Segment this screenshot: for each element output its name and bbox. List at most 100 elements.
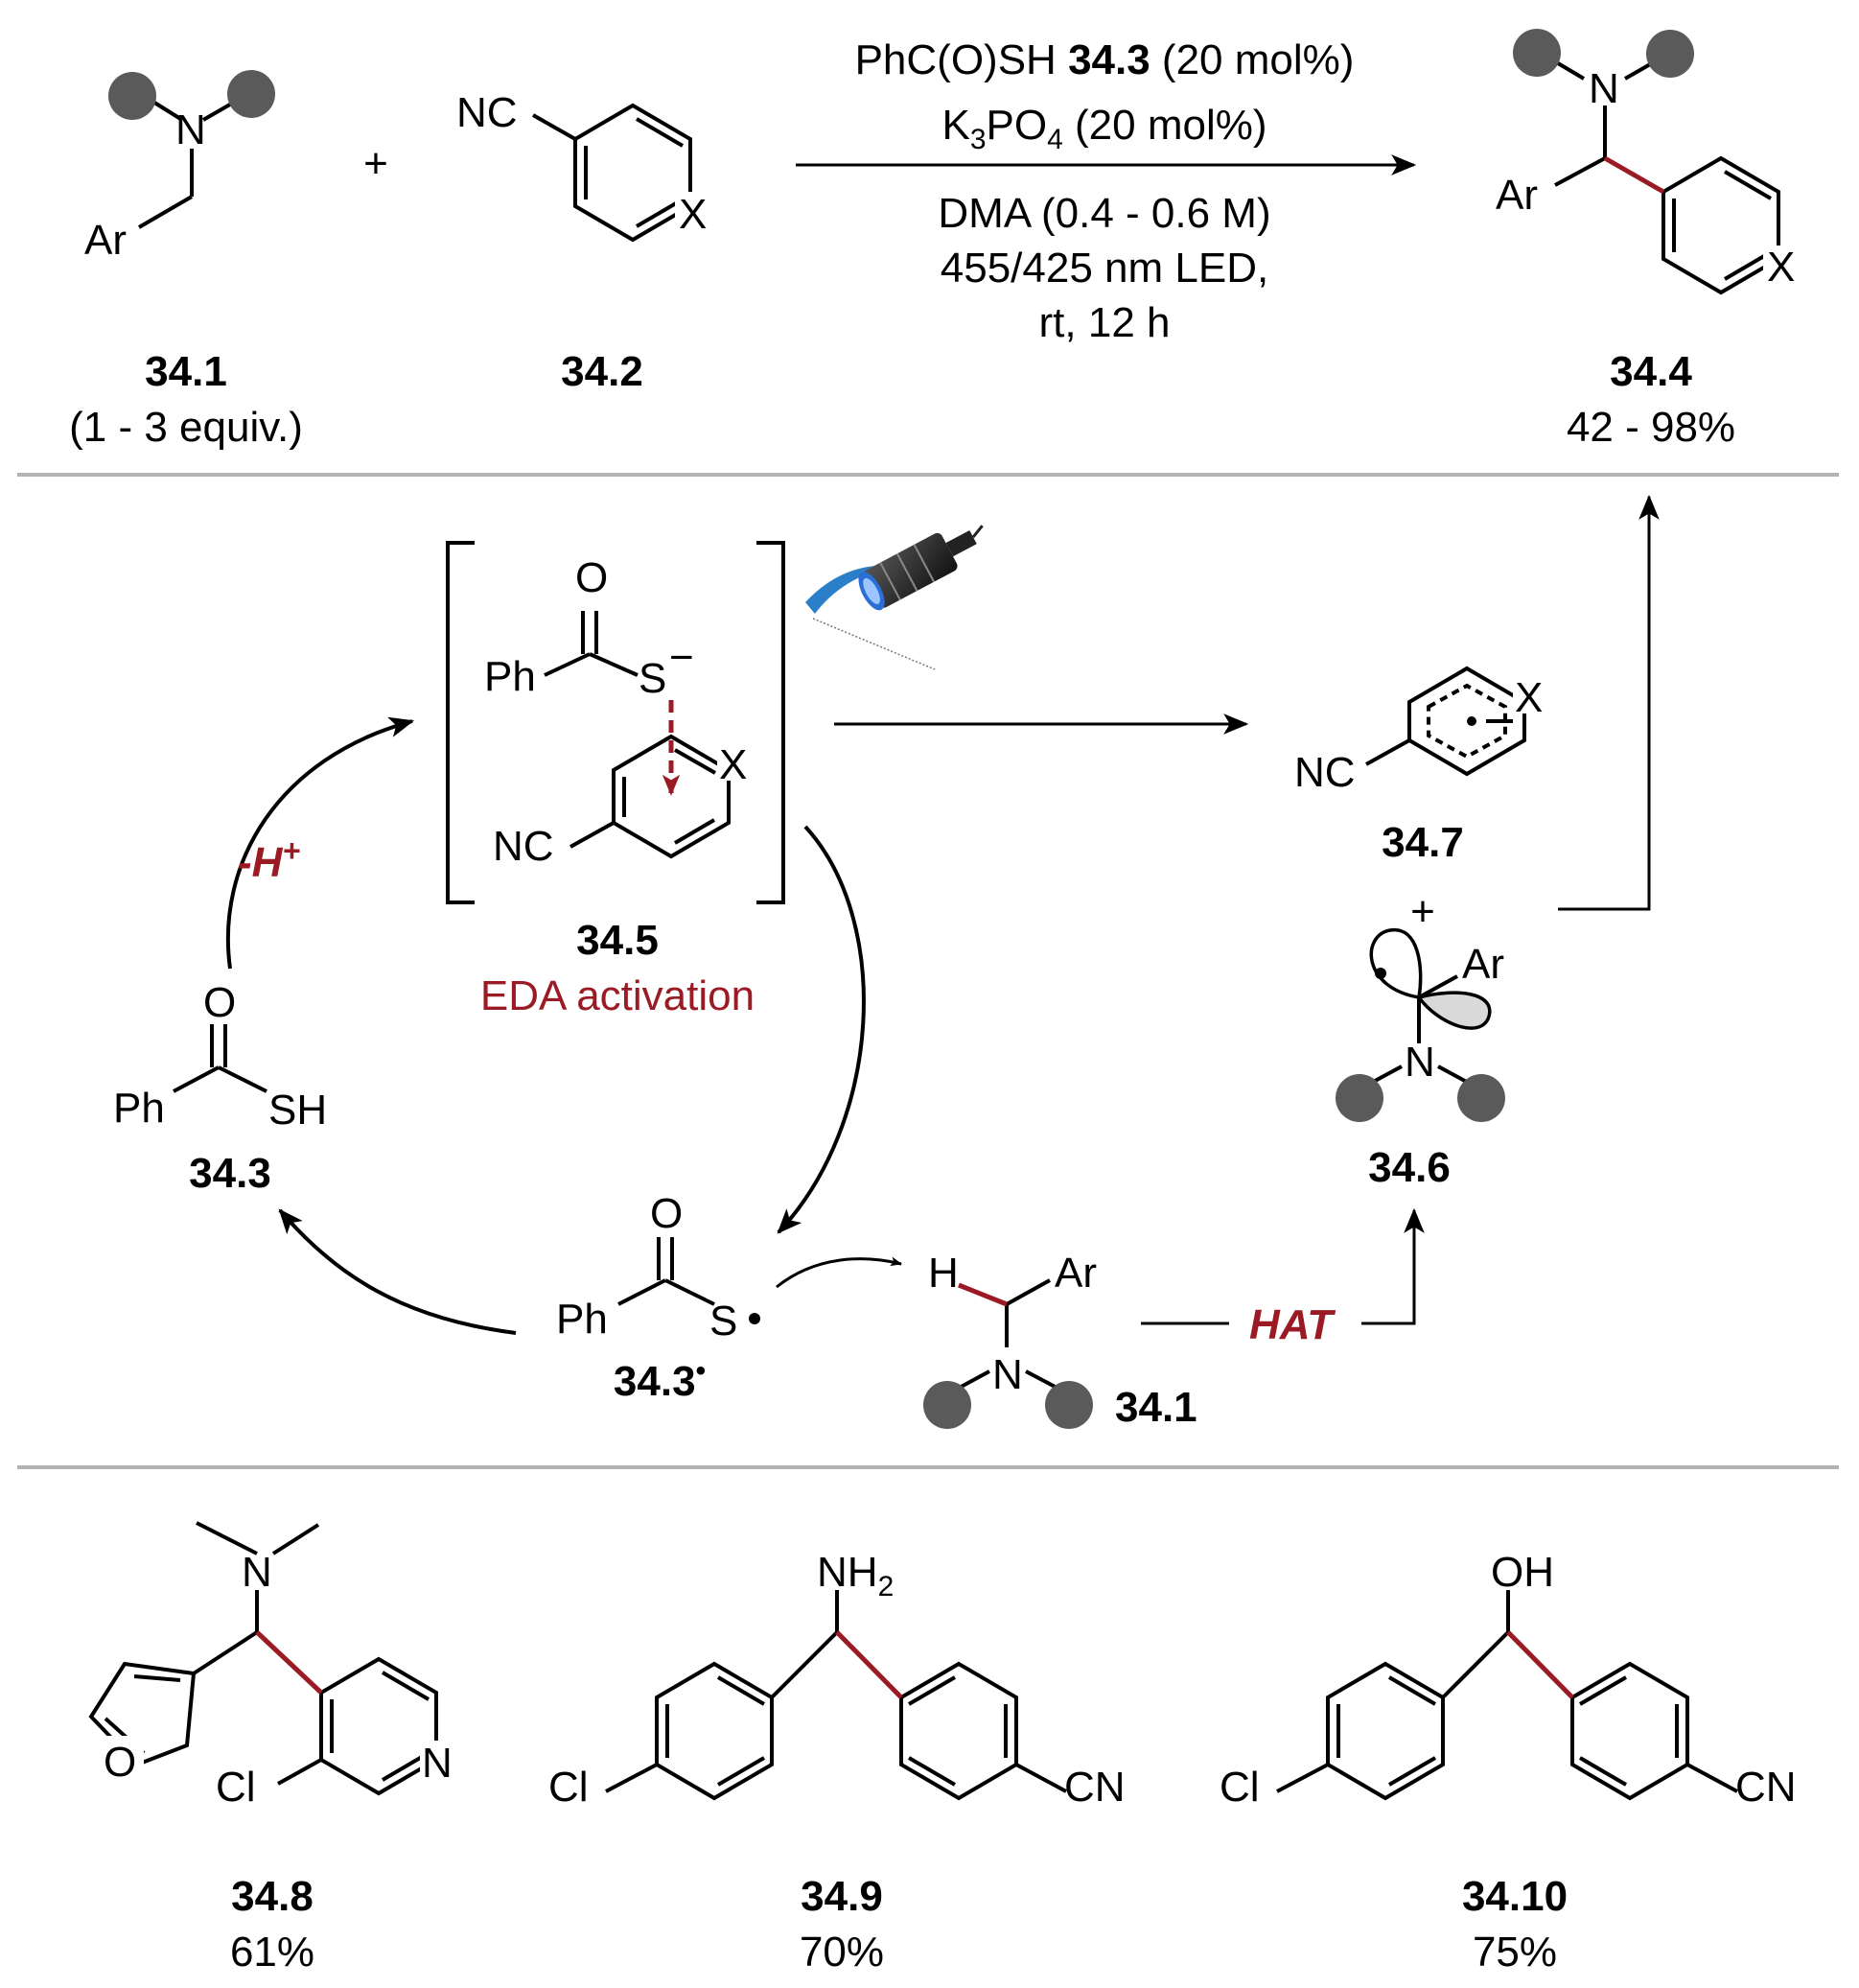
- cyanoarene-acceptor: [569, 734, 731, 859]
- atom-mask: [420, 1741, 458, 1784]
- substituent-dot: [108, 72, 156, 120]
- compound-34-5-label: 34.5: [576, 917, 659, 964]
- compound-34-3-radical-label: 34.3•: [614, 1355, 706, 1405]
- hat-label: HAT: [1249, 1301, 1336, 1348]
- atom-x: X: [1767, 244, 1795, 291]
- atom-s: S: [639, 655, 666, 702]
- atom-o: O: [104, 1739, 136, 1786]
- cycle-arrow-regeneration: [278, 1208, 517, 1335]
- compound-34-1-label-mechanism: 34.1: [1115, 1384, 1197, 1431]
- atom-nc: NC: [456, 89, 518, 136]
- substituent-dot: [1457, 1074, 1505, 1122]
- atom-ph: Ph: [484, 653, 536, 700]
- radical-dot: [1467, 716, 1476, 726]
- deprotonation-label: -H+: [238, 833, 300, 886]
- compound-34-3-label: 34.3: [189, 1150, 271, 1197]
- thiobenzoate-anion: [544, 611, 639, 677]
- compound-34-2-structure: [532, 103, 692, 243]
- example-34-10-yield: 75%: [1473, 1929, 1557, 1976]
- eda-activation-caption: EDA activation: [480, 972, 755, 1019]
- c-h-bond-highlight: [958, 1282, 1008, 1307]
- radical-coupling-arrow: [1558, 494, 1660, 911]
- compound-34-1-equiv: (1 - 3 equiv.): [69, 404, 303, 451]
- example-34-9-label: 34.9: [801, 1873, 883, 1920]
- anion-charge: −: [669, 634, 694, 681]
- example-34-10-structure: [1276, 1590, 1738, 1801]
- substituent-dot: [1336, 1074, 1383, 1122]
- x-mask: [1513, 675, 1547, 713]
- led-lamp-icon: [805, 525, 984, 670]
- substituent-dot: [1513, 29, 1561, 77]
- atom-cl: Cl: [548, 1764, 589, 1811]
- atom-ar: Ar: [1496, 172, 1538, 219]
- atom-x: X: [719, 741, 747, 788]
- radical-anion-34-7: [1365, 666, 1526, 777]
- condition-line-1: DMA (0.4 - 0.6 M): [938, 190, 1270, 237]
- atom-n: N: [175, 106, 206, 153]
- atom-o: O: [650, 1190, 683, 1237]
- compound-34-2-label: 34.2: [561, 348, 643, 395]
- substituent-dot: [1045, 1381, 1093, 1429]
- plus-sign: +: [363, 140, 388, 187]
- atom-ph: Ph: [113, 1085, 165, 1132]
- atom-mask: [105, 1736, 144, 1780]
- example-34-9-yield: 70%: [800, 1929, 884, 1976]
- x-mask: [675, 192, 713, 232]
- atom-ar: Ar: [84, 217, 127, 264]
- atom-cn: CN: [1064, 1764, 1126, 1811]
- compound-34-6-label: 34.6: [1368, 1144, 1451, 1191]
- new-bond-highlight: [1506, 1630, 1574, 1699]
- atom-o: O: [203, 979, 236, 1026]
- atom-cl: Cl: [1220, 1764, 1260, 1811]
- atom-h: H: [928, 1250, 959, 1297]
- compound-34-4-yield: 42 - 98%: [1567, 404, 1735, 451]
- compound-34-1-label: 34.1: [145, 348, 227, 395]
- atom-sh: SH: [268, 1087, 327, 1134]
- cycle-arrow-deprotonation: [225, 716, 415, 970]
- atom-cn: CN: [1735, 1764, 1797, 1811]
- atom-nh2: NH2: [817, 1549, 894, 1602]
- condition-line-2: 455/425 nm LED,: [941, 245, 1268, 292]
- x-mask: [1763, 246, 1801, 286]
- new-bond-highlight: [835, 1630, 903, 1699]
- condition-line-3: rt, 12 h: [1039, 299, 1171, 346]
- atom-x: X: [1515, 674, 1543, 721]
- atom-ph: Ph: [556, 1296, 608, 1343]
- example-34-8-label: 34.8: [231, 1873, 314, 1920]
- atom-n: N: [992, 1351, 1023, 1398]
- atom-ar: Ar: [1462, 941, 1504, 988]
- substituent-dot: [1646, 30, 1694, 78]
- alpha-amino-radical-34-6: [1365, 928, 1492, 1088]
- atom-nc: NC: [1294, 749, 1356, 796]
- thiobenzoic-acid-34-3: [173, 1024, 267, 1093]
- atom-s: S: [709, 1298, 737, 1345]
- reagent-line-1: PhC(O)SH 34.3 (20 mol%): [855, 36, 1355, 83]
- hat-curved-arrow: [776, 1256, 902, 1289]
- new-bond-highlight: [255, 1630, 323, 1695]
- compound-34-4-label: 34.4: [1610, 348, 1692, 395]
- compound-34-7-label: 34.7: [1382, 819, 1464, 866]
- cycle-arrow-set: [777, 825, 866, 1234]
- compound-34-4-structure: [1546, 56, 1780, 295]
- x-mask: [717, 740, 755, 781]
- complex-bracket-right: [756, 541, 785, 904]
- atom-n: N: [1405, 1039, 1435, 1086]
- plus-sign: +: [1410, 888, 1435, 935]
- atom-n: N: [422, 1740, 453, 1787]
- atom-cl: Cl: [216, 1764, 256, 1811]
- thiyl-radical-34-3: [617, 1237, 715, 1306]
- example-34-9-structure: [605, 1590, 1067, 1801]
- radical-dot: [749, 1313, 760, 1324]
- substituent-dot: [227, 70, 275, 118]
- substituent-dot: [923, 1381, 971, 1429]
- atom-o: O: [575, 554, 608, 601]
- example-34-8-yield: 61%: [230, 1929, 314, 1976]
- new-bond-highlight: [1603, 155, 1665, 195]
- atom-x: X: [679, 191, 707, 238]
- reagent-line-2: K3PO4 (20 mol%): [941, 102, 1266, 155]
- atom-oh: OH: [1491, 1549, 1554, 1596]
- atom-n: N: [242, 1549, 272, 1596]
- atom-n: N: [1589, 65, 1619, 112]
- example-34-10-label: 34.10: [1462, 1873, 1568, 1920]
